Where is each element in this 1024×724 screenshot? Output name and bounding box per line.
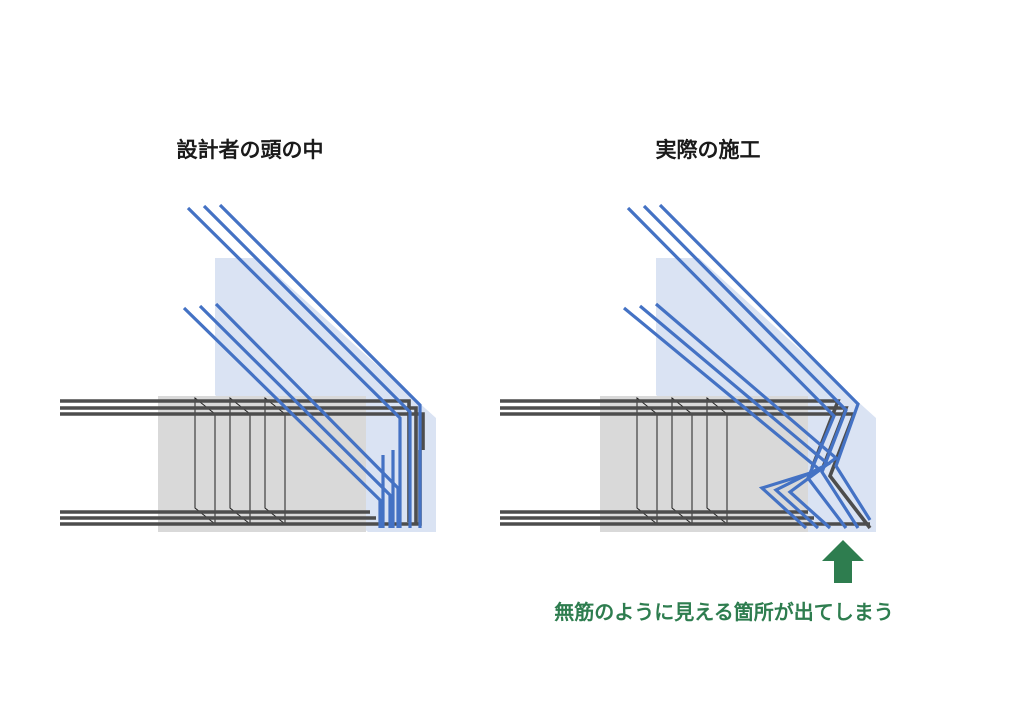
diagonal-bar <box>182 306 382 528</box>
diagonal-bar <box>202 204 412 528</box>
diagonal-bar <box>654 302 839 530</box>
top-main-bar <box>60 412 425 450</box>
left-wall-concrete <box>215 258 436 532</box>
diagonal-bar <box>198 304 392 528</box>
left-panel: 設計者の頭の中 <box>60 138 436 532</box>
right-panel: 実際の施工 <box>500 138 894 624</box>
right-wall-concrete <box>656 258 876 532</box>
diagonal-bar <box>218 203 422 528</box>
diagonal-bar <box>638 304 831 530</box>
top-main-bar <box>60 406 418 525</box>
up-arrow-icon <box>822 540 864 583</box>
diagonal-bar <box>186 206 402 528</box>
diagonal-bar <box>214 302 400 528</box>
right-panel-title: 実際の施工 <box>656 138 761 162</box>
diagonal-bar <box>658 203 872 521</box>
left-panel-title: 設計者の頭の中 <box>177 138 324 162</box>
diagonal-bar <box>622 306 824 530</box>
diagonal-bar <box>642 204 860 529</box>
left-diagonal-bars <box>182 203 422 528</box>
right-diagonal-bars <box>622 203 872 530</box>
callout-text: 無筋のように見える箇所が出てしまう <box>554 600 893 624</box>
